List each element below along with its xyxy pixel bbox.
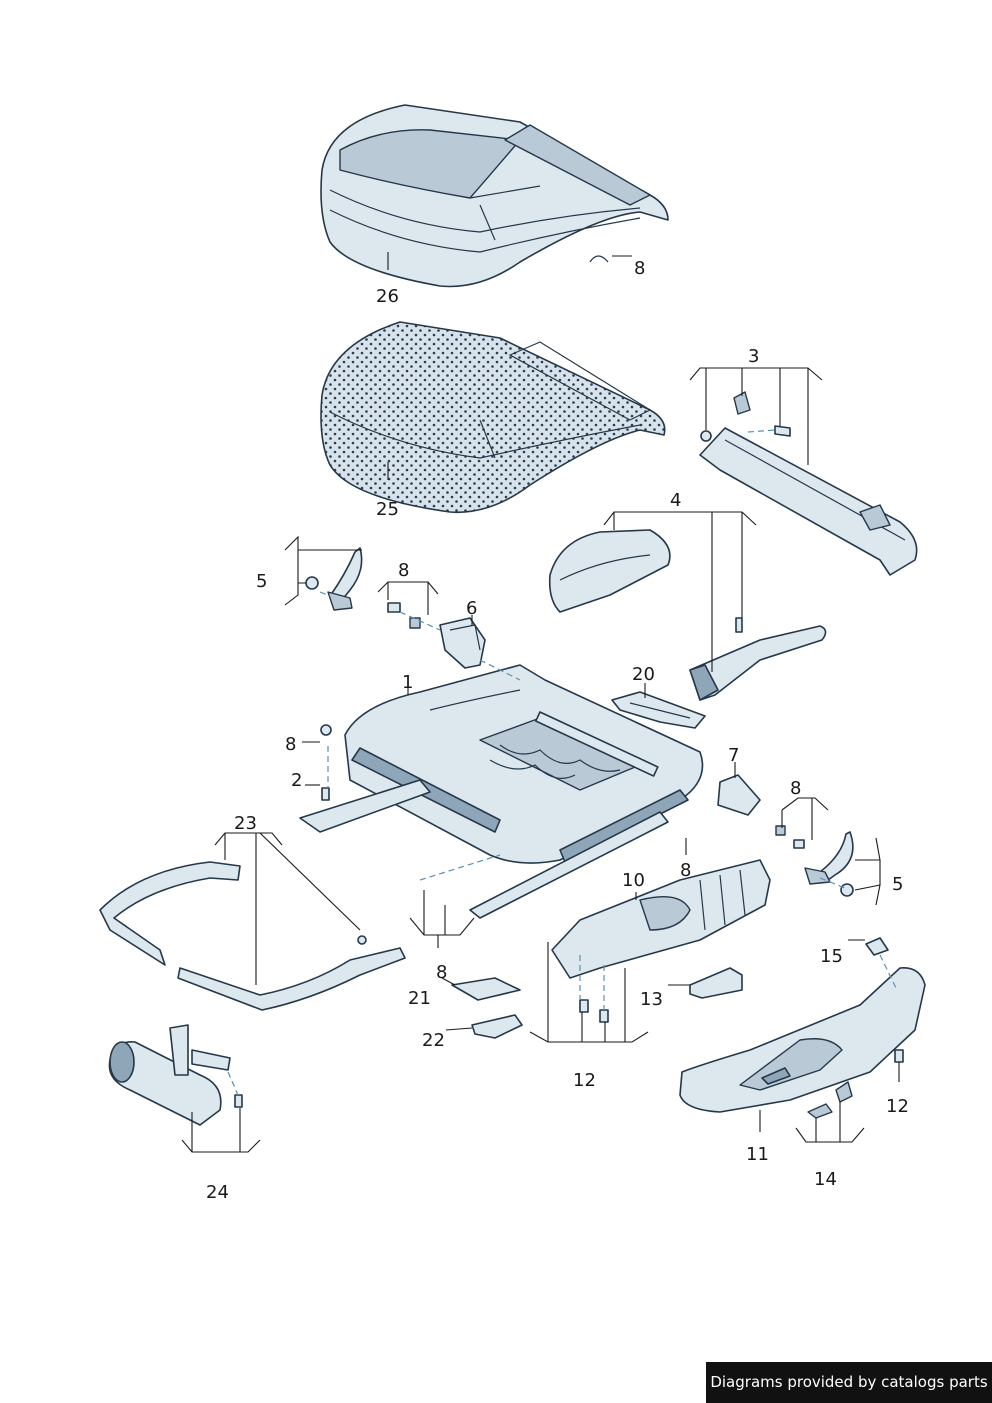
callout-11: 11: [746, 1144, 769, 1165]
side-trim-panel-part: [548, 529, 671, 613]
switch-caps-part: [807, 1081, 853, 1119]
callout-23: 23: [234, 813, 257, 834]
seat-frame-part: [299, 664, 704, 919]
callout-8: 8: [790, 778, 801, 799]
callout-4: 4: [670, 490, 681, 511]
callout-12: 12: [886, 1096, 909, 1117]
side-trim-cover-part: [679, 967, 926, 1113]
callout-3: 3: [748, 346, 759, 367]
callout-22: 22: [422, 1030, 445, 1051]
callout-1: 1: [402, 672, 413, 693]
callout-2: 2: [291, 770, 302, 791]
callout-5: 5: [892, 874, 903, 895]
side-rail-bracket-part: [699, 391, 918, 576]
switch-module-part: [689, 967, 743, 999]
callout-8: 8: [398, 560, 409, 581]
motor-bracket-part: [387, 602, 486, 669]
callout-10: 10: [622, 870, 645, 891]
callout-20: 20: [632, 664, 655, 685]
side-trim-lower-part: [689, 617, 827, 701]
pad-part: [865, 937, 889, 956]
cable-guide-left-part: [305, 547, 363, 611]
callout-labels: 26 8 25 3 4 5 8 6 20 1 8 2 7 8 23 8 5 10…: [206, 258, 909, 1203]
callout-5: 5: [256, 571, 267, 592]
assembly-lines: [227, 429, 898, 1096]
callout-8: 8: [680, 860, 691, 881]
control-module-21-part: [451, 977, 521, 1001]
callout-6: 6: [466, 598, 477, 619]
callout-13: 13: [640, 989, 663, 1010]
callout-12: 12: [573, 1070, 596, 1091]
callout-8: 8: [436, 962, 447, 983]
clip-ring-part: [589, 255, 609, 263]
callout-15: 15: [820, 946, 843, 967]
leader-lines: [181, 252, 900, 1153]
seat-motor-part: [108, 1024, 243, 1126]
cable-harness-part: [99, 861, 406, 1011]
callout-8: 8: [634, 258, 645, 279]
footer-credit: Diagrams provided by catalogs parts: [706, 1362, 992, 1403]
control-plate-part: [611, 691, 706, 729]
callout-25: 25: [376, 499, 399, 520]
callout-8: 8: [285, 734, 296, 755]
side-shield-part: [551, 859, 771, 979]
callout-24: 24: [206, 1182, 229, 1203]
callout-26: 26: [376, 286, 399, 307]
control-module-22-part: [471, 1014, 523, 1039]
seat-foam-part: [320, 321, 666, 514]
callout-7: 7: [728, 745, 739, 766]
callout-21: 21: [408, 988, 431, 1009]
seat-cover-part: [320, 104, 669, 288]
cable-guide-right-part: [804, 831, 854, 897]
callout-14: 14: [814, 1169, 837, 1190]
